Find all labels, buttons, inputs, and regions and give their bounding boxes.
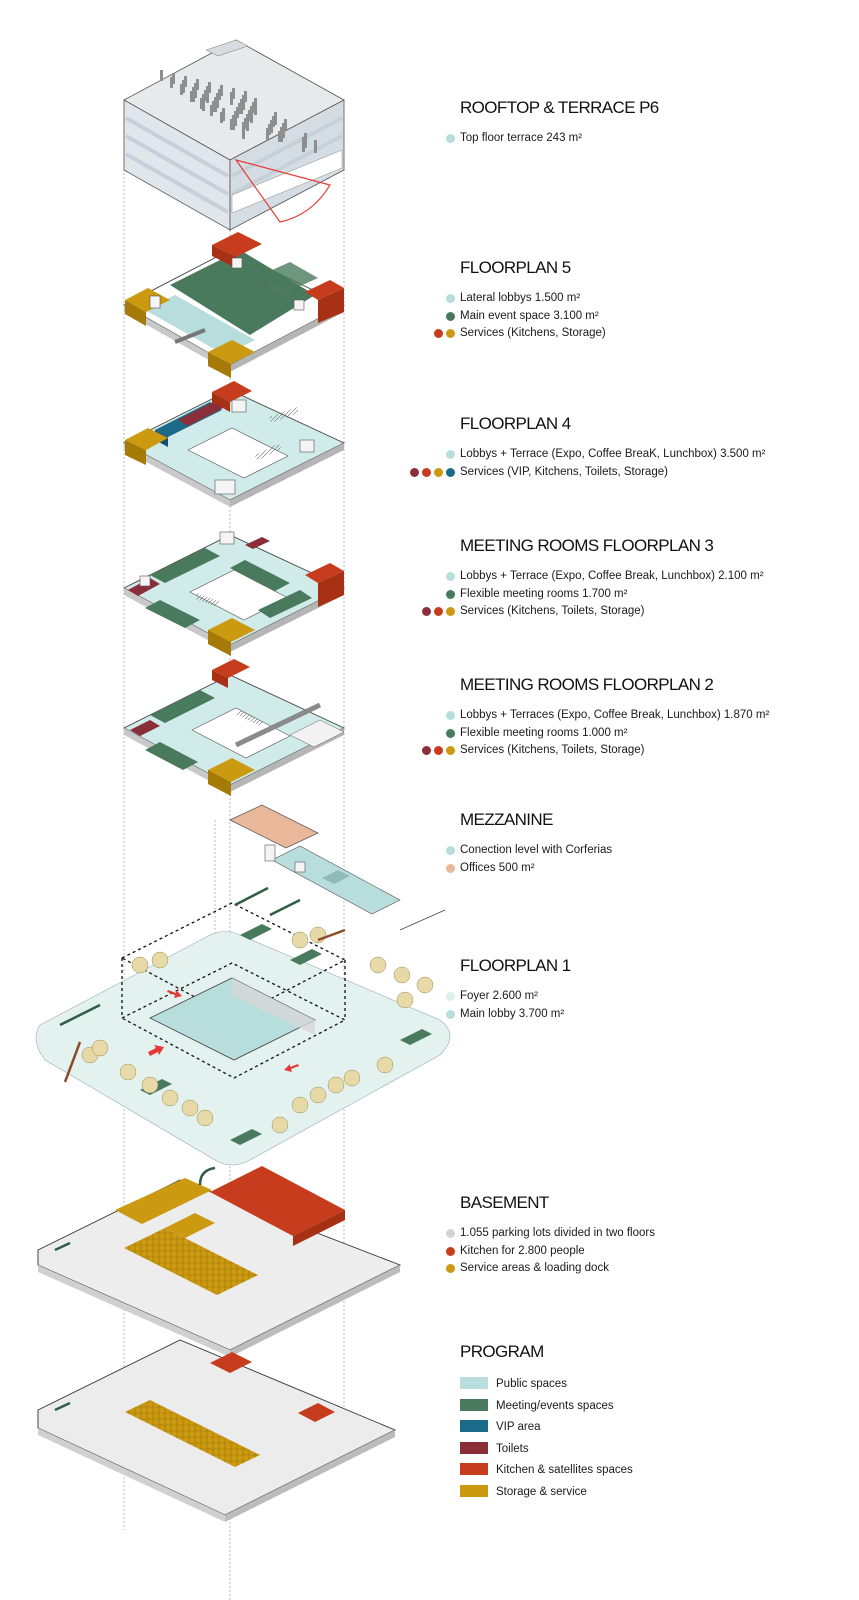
roof-column bbox=[242, 95, 245, 110]
roof-column bbox=[196, 79, 199, 90]
roof-column bbox=[272, 116, 275, 127]
roof-column bbox=[220, 85, 223, 96]
roof-column bbox=[240, 99, 243, 114]
floorplan-4 bbox=[123, 381, 346, 507]
tree-icon bbox=[119, 1063, 137, 1081]
roof-column bbox=[184, 76, 187, 87]
tree-icon bbox=[309, 926, 327, 944]
roof-column bbox=[304, 133, 307, 148]
tree-icon bbox=[151, 951, 169, 969]
roof-column bbox=[194, 83, 197, 98]
roof-column bbox=[230, 92, 233, 105]
tree-icon bbox=[327, 1076, 345, 1094]
roof-column bbox=[216, 93, 219, 108]
roof-column bbox=[246, 114, 249, 131]
tree-icon bbox=[181, 1099, 199, 1117]
roof-column bbox=[160, 70, 163, 81]
basement bbox=[37, 1166, 402, 1357]
roof-column bbox=[284, 119, 287, 130]
roof-column bbox=[210, 105, 213, 116]
mezzanine bbox=[229, 804, 446, 931]
basement-lower bbox=[37, 1339, 397, 1522]
tree-icon bbox=[416, 976, 434, 994]
tree-icon bbox=[291, 931, 309, 949]
roof-column bbox=[172, 73, 175, 84]
roof-column bbox=[268, 124, 271, 135]
roof-column bbox=[274, 112, 277, 125]
roof-column bbox=[238, 103, 241, 114]
tree-icon bbox=[196, 1109, 214, 1127]
tree-icon bbox=[369, 956, 387, 974]
tree-icon bbox=[161, 1089, 179, 1107]
tree-icon bbox=[393, 966, 411, 984]
tree-icon bbox=[91, 1039, 109, 1057]
roof-column bbox=[170, 77, 173, 88]
roof-column bbox=[282, 123, 285, 138]
roof-column bbox=[254, 98, 257, 115]
roof-column bbox=[200, 98, 203, 109]
tree-icon bbox=[141, 1076, 159, 1094]
roof-column bbox=[248, 110, 251, 121]
tree-icon bbox=[291, 1096, 309, 1114]
roof-column bbox=[208, 82, 211, 93]
tree-icon bbox=[271, 1116, 289, 1134]
roof-column bbox=[204, 90, 207, 101]
floorplan-5 bbox=[123, 232, 345, 378]
roof-column bbox=[250, 106, 253, 123]
roof-column bbox=[242, 122, 245, 139]
roof-column bbox=[244, 118, 247, 129]
roof-column bbox=[236, 107, 239, 118]
floorplan-3 bbox=[123, 531, 346, 656]
tree-icon bbox=[343, 1069, 361, 1087]
roof-column bbox=[220, 112, 223, 123]
roof-column bbox=[180, 84, 183, 95]
roof-column bbox=[222, 108, 225, 121]
roof-column bbox=[212, 101, 215, 112]
tree-icon bbox=[309, 1086, 327, 1104]
roof-column bbox=[232, 88, 235, 99]
roof-column bbox=[192, 87, 195, 102]
tree-icon bbox=[396, 991, 414, 1009]
roof-column bbox=[244, 91, 247, 102]
roof-column bbox=[302, 137, 305, 152]
roof-column bbox=[218, 89, 221, 100]
floorplan-1 bbox=[35, 886, 451, 1166]
roof-column bbox=[270, 120, 273, 133]
roof-column bbox=[252, 102, 255, 113]
roof-column bbox=[266, 128, 269, 141]
roof-column bbox=[182, 80, 185, 93]
floorplan-2 bbox=[123, 659, 346, 796]
rooftop-block bbox=[123, 39, 345, 231]
roof-column bbox=[234, 111, 237, 126]
roof-column bbox=[314, 140, 317, 153]
tree-icon bbox=[376, 1056, 394, 1074]
roof-column bbox=[278, 131, 281, 142]
roof-column bbox=[214, 97, 217, 112]
tree-icon bbox=[131, 956, 149, 974]
roof-column bbox=[190, 91, 193, 102]
roof-column bbox=[280, 127, 283, 142]
roof-column bbox=[230, 119, 233, 130]
roof-column bbox=[202, 94, 205, 111]
roof-column bbox=[232, 115, 235, 130]
roof-column bbox=[206, 86, 209, 103]
